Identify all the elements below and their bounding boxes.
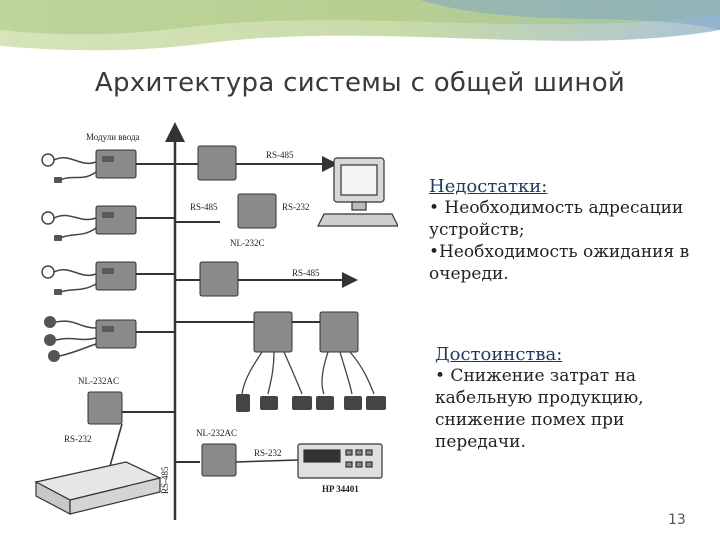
multimeter xyxy=(297,443,383,479)
module-top xyxy=(197,145,237,181)
bus-architecture-diagram: Модули ввода RS-485 RS-485 RS-232 NL-232… xyxy=(34,122,398,520)
label-meter: HP 34401 xyxy=(322,484,359,494)
computer xyxy=(317,157,398,227)
sensor xyxy=(41,153,97,293)
label-rs485-top: RS-485 xyxy=(266,150,294,160)
label-rs232-bottom: RS-232 xyxy=(254,448,282,458)
terminal-device xyxy=(34,461,162,515)
label-nl232c: NL-232C xyxy=(230,238,265,248)
label-rs232-mid: RS-232 xyxy=(282,202,310,212)
advantages-panel: Достоинства: • Снижение затрат на кабель… xyxy=(435,344,700,453)
disadvantages-panel: Недостатки: • Необходимость адресации ус… xyxy=(429,176,699,285)
disadvantages-item: •Необходимость ожидания в очереди. xyxy=(429,242,690,284)
module-nl232ac-left xyxy=(87,391,123,425)
label-rs485-mid: RS-485 xyxy=(292,268,320,278)
module-a xyxy=(253,311,293,353)
disadvantages-item: • Необходимость адресации устройств; xyxy=(429,198,684,240)
label-nl232ac-bottom: NL-232AC xyxy=(196,428,237,438)
label-rs232-left: RS-232 xyxy=(64,434,92,444)
slide-title: Архитектура системы с общей шиной xyxy=(94,68,626,98)
page-number: 13 xyxy=(668,512,686,528)
label-rs485-vertical: RS-485 xyxy=(160,466,170,494)
module-nl232c xyxy=(237,193,277,229)
label-rs485-left: RS-485 xyxy=(190,202,218,212)
header-band xyxy=(0,0,720,51)
module-nl232ac-bottom xyxy=(201,443,237,477)
module-rs485 xyxy=(199,261,239,297)
label-nl232ac-left: NL-232AC xyxy=(78,376,119,386)
module-b xyxy=(319,311,359,353)
disadvantages-heading: Недостатки: xyxy=(429,176,548,197)
input-module xyxy=(95,149,137,349)
label-input-modules: Модули ввода xyxy=(86,132,140,142)
advantages-item: • Снижение затрат на кабельную продукцию… xyxy=(435,366,644,452)
advantages-heading: Достоинства: xyxy=(435,344,563,365)
